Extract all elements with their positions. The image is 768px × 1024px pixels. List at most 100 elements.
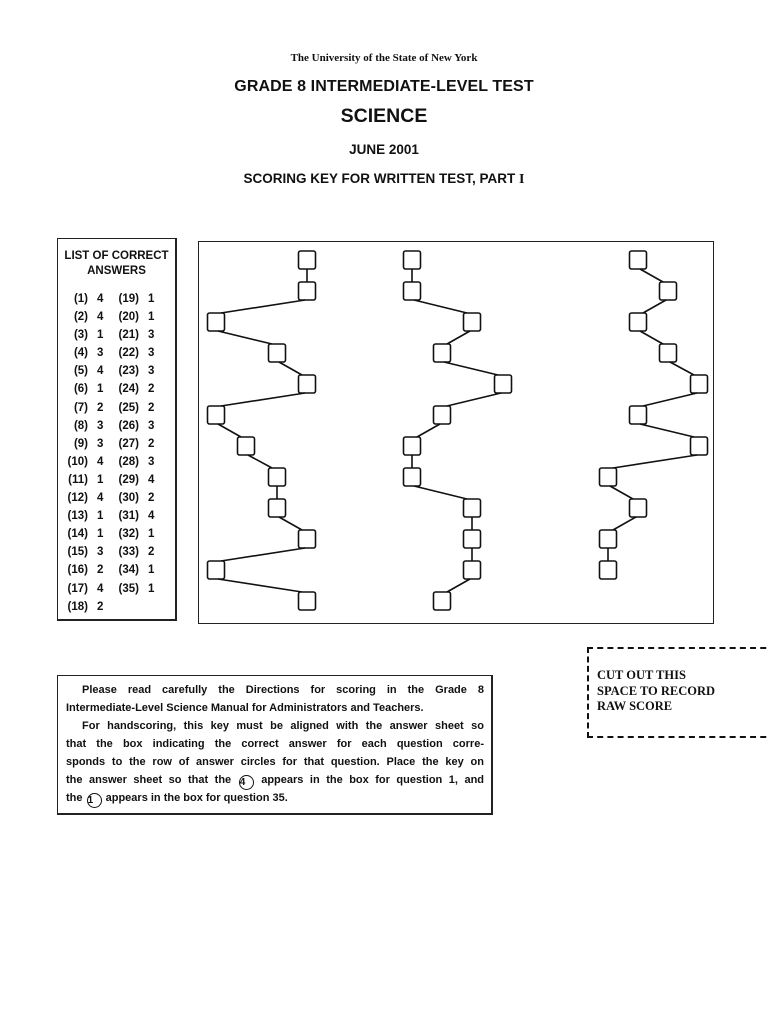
answer-value: 4 xyxy=(97,582,104,595)
raw-score-cutout: CUT OUT THIS SPACE TO RECORD RAW SCORE xyxy=(587,647,768,738)
answer-row: (8) 3 (26) 3 xyxy=(58,417,175,435)
question-number: (22) xyxy=(118,347,139,360)
answer-value: 1 xyxy=(97,510,104,523)
cutout-label-line2: SPACE TO RECORD xyxy=(597,683,716,698)
answer-value: 2 xyxy=(97,401,104,414)
answer-value: 2 xyxy=(148,401,155,414)
answer-value: 4 xyxy=(97,365,104,378)
directions-line: sponds to the row of answer circles for … xyxy=(66,756,484,768)
question-number: (19) xyxy=(118,293,139,305)
question-number: (5) xyxy=(73,365,88,378)
answer-box-q23 xyxy=(462,560,482,580)
answer-value: 4 xyxy=(148,473,155,486)
question-number: (25) xyxy=(118,401,139,414)
scoring-key-subtitle: SCORING KEY FOR WRITTEN TEST, PART I xyxy=(0,171,768,188)
answer-value: 1 xyxy=(148,311,155,324)
connector-line xyxy=(217,578,303,593)
answer-row: (2)4(20)1 xyxy=(58,308,175,326)
subject-title: SCIENCE xyxy=(340,105,428,127)
answer-row: (18)2 xyxy=(58,598,175,616)
connector-line xyxy=(443,361,499,376)
connector-line xyxy=(446,392,502,407)
correct-answers-list: LIST OF CORRECT ANSWERS (1)4(19)1 (2)4(2… xyxy=(57,238,177,621)
answer-row: (13)1(31)4 xyxy=(58,507,175,525)
subtitle-text: SCORING KEY FOR WRITTEN TEST, PART xyxy=(243,171,516,186)
cutout-label-line3: RAW SCORE xyxy=(597,699,673,713)
question-number: (9) xyxy=(73,437,88,450)
connector-line xyxy=(612,516,637,531)
answer-box-q21 xyxy=(462,498,482,518)
question-number: (32) xyxy=(118,528,139,541)
directions-line: that the box indicating the correct answ… xyxy=(66,738,484,750)
answer-value: 3 xyxy=(148,455,155,468)
answer-value: 1 xyxy=(148,582,155,595)
answer-box-q2 xyxy=(297,281,317,301)
connector-line xyxy=(247,454,273,469)
question-number: (2) xyxy=(73,311,88,324)
connector-line xyxy=(278,516,303,531)
question-number: (29) xyxy=(118,473,139,486)
directions-text: the xyxy=(66,792,83,804)
answer-box-chain xyxy=(206,250,709,611)
answer-box-q4 xyxy=(267,343,287,363)
answer-list-title-line2: ANSWERS xyxy=(87,265,146,277)
connector-line xyxy=(669,361,695,376)
answer-row: (6)1(24)2 xyxy=(58,380,175,398)
answer-box-q20 xyxy=(402,467,422,487)
answer-box-q28 xyxy=(658,343,678,363)
answer-box-q35 xyxy=(598,560,618,580)
answer-row: (7) 2 (25) 2 xyxy=(58,399,175,417)
scoring-key-diagram xyxy=(198,241,714,624)
answer-value: 4 xyxy=(97,455,104,468)
cutout-label-line1: CUT OUT THIS xyxy=(597,668,686,682)
answer-value: 3 xyxy=(97,347,104,360)
directions-line: the 1 appears in the box for question 35… xyxy=(66,789,484,808)
answer-box-q29 xyxy=(689,374,709,394)
question-number: (1) xyxy=(73,293,88,305)
question-number: (26) xyxy=(118,419,139,432)
question-number: (30) xyxy=(118,492,139,505)
answer-value: 3 xyxy=(148,365,155,378)
answer-row: (17)4(35)1 xyxy=(58,580,175,598)
answer-value: 4 xyxy=(97,293,104,305)
answer-row: (1) 4 (19) 1 xyxy=(58,290,175,308)
connector-line xyxy=(446,330,471,345)
directions-text: appears in the box for question 35. xyxy=(105,792,288,804)
answer-value: 3 xyxy=(148,329,155,342)
answer-value: 1 xyxy=(148,293,155,305)
answer-box-q16 xyxy=(432,343,452,363)
answer-box-q9 xyxy=(267,498,287,518)
question-number: (8) xyxy=(73,419,88,432)
answer-row: (11)1(29)4 xyxy=(58,471,175,489)
answer-box-q25 xyxy=(628,250,648,270)
question-number: (4) xyxy=(73,347,88,360)
answer-row: (12)4(30)2 xyxy=(58,489,175,507)
answer-box-q34 xyxy=(598,529,618,549)
answer-box-q14 xyxy=(402,281,422,301)
answer-value: 3 xyxy=(148,347,155,360)
question-number: (21) xyxy=(118,329,139,342)
question-number: (13) xyxy=(67,510,88,523)
answer-box-q1 xyxy=(297,250,317,270)
directions-line: For handscoring, this key must be aligne… xyxy=(82,720,484,732)
connector-line xyxy=(416,423,441,438)
answer-value: 3 xyxy=(97,419,104,432)
answer-box-q10 xyxy=(297,529,317,549)
connector-line xyxy=(220,299,306,314)
answer-box-q15 xyxy=(462,312,482,332)
answer-box-q22 xyxy=(462,529,482,549)
answer-row: (3)1(21)3 xyxy=(58,326,175,344)
connector-line xyxy=(220,392,306,407)
connector-line xyxy=(217,330,273,345)
answer-list-title: LIST OF CORRECT ANSWERS xyxy=(58,249,175,279)
connector-line xyxy=(642,392,698,407)
connector-line xyxy=(612,454,698,469)
question-number: (18) xyxy=(67,600,88,613)
answer-box-q24 xyxy=(432,591,452,611)
question-number: (7) xyxy=(73,401,88,414)
question-number: (14) xyxy=(67,528,88,541)
answer-box-q27 xyxy=(628,312,648,332)
question-number: (16) xyxy=(67,564,88,577)
answer-value: 3 xyxy=(148,419,155,432)
circled-4-icon: 4 xyxy=(238,775,254,790)
